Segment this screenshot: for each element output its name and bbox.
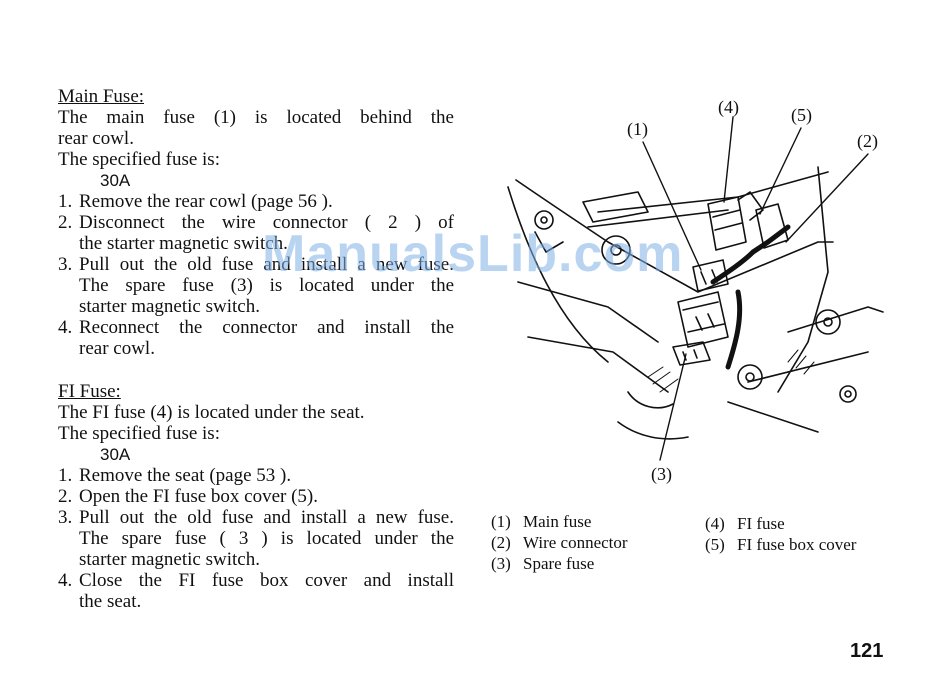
callout-1: (1)	[627, 119, 648, 139]
callout-2: (2)	[857, 131, 878, 151]
watermark: ManualsLib.com	[262, 225, 684, 283]
legend-item: (3)Spare fuse	[491, 554, 595, 573]
legend-item: (1)Main fuse	[491, 512, 592, 531]
main-fuse-intro-line2: rear cowl.	[58, 128, 134, 149]
callout-4: (4)	[718, 97, 739, 117]
main-fuse-intro-line1: The main fuse (1) is located behind the	[58, 107, 454, 128]
main-fuse-spec-value: 30A	[100, 171, 131, 190]
main-fuse-spec-label: The specified fuse is:	[58, 149, 220, 170]
list-item: 4. Reconnect the connector and install t…	[58, 317, 454, 359]
callout-3: (3)	[651, 464, 672, 484]
fi-fuse-spec-value: 30A	[100, 445, 131, 464]
list-item: 4. Close the FI fuse box cover and insta…	[58, 570, 454, 612]
main-fuse-heading: Main Fuse:	[58, 86, 145, 107]
fuse-location-illustration	[507, 116, 884, 461]
legend-item: (5)FI fuse box cover	[705, 535, 857, 554]
callout-5: (5)	[791, 105, 812, 125]
list-item: 1. Remove the rear cowl (page 56 ).	[58, 191, 333, 212]
main-fuse-steps: 1. Remove the rear cowl (page 56 ). 2. D…	[58, 191, 454, 359]
fi-fuse-spec-label: The specified fuse is:	[58, 423, 220, 444]
page-number: 121	[850, 640, 884, 662]
list-item: 3. Pull out the old fuse and install a n…	[58, 507, 454, 570]
figure-legend-right: (4)FI fuse (5)FI fuse box cover	[705, 513, 856, 555]
figure-legend-left: (1)Main fuse (2)Wire connector (3)Spare …	[491, 511, 628, 574]
fi-fuse-steps: 1. Remove the seat (page 53 ). 2. Open t…	[58, 465, 454, 612]
main-text-column: Main Fuse: The main fuse (1) is located …	[58, 86, 454, 612]
list-item: 1. Remove the seat (page 53 ).	[58, 465, 292, 486]
fi-fuse-intro: The FI fuse (4) is located under the sea…	[58, 402, 365, 423]
legend-item: (2)Wire connector	[491, 533, 628, 552]
legend-item: (4)FI fuse	[705, 514, 785, 533]
list-item: 2. Open the FI fuse box cover (5).	[58, 486, 319, 507]
list-item: 2. Disconnect the wire connector ( 2 ) o…	[58, 212, 454, 254]
fi-fuse-heading: FI Fuse:	[58, 381, 121, 402]
list-item: 3. Pull out the old fuse and install a n…	[58, 254, 454, 317]
